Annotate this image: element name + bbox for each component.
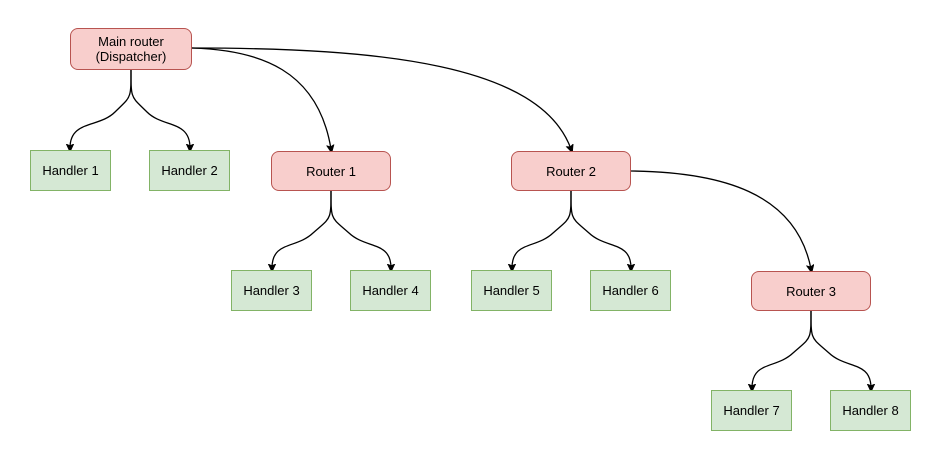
node-label-handler-1: Handler 1 xyxy=(42,163,99,178)
node-label-handler-7: Handler 7 xyxy=(723,403,780,418)
node-handler-6[interactable]: Handler 6 xyxy=(590,270,671,311)
edge-main-to-handler-2 xyxy=(130,69,190,148)
edge-router2-to-router-3 xyxy=(630,170,811,269)
node-label-handler-3: Handler 3 xyxy=(243,283,300,298)
edge-router3-to-handler-8 xyxy=(810,310,871,388)
edge-router1-to-handler-4 xyxy=(330,190,391,268)
edge-main-to-handler-1 xyxy=(70,69,132,148)
edge-router3-to-handler-7 xyxy=(752,310,812,388)
edge-main-to-router-2 xyxy=(191,47,571,149)
node-label-handler-2: Handler 2 xyxy=(161,163,218,178)
edge-router2-to-handler-6 xyxy=(570,190,631,268)
node-router-2[interactable]: Router 2 xyxy=(511,151,631,191)
node-label-router-3: Router 3 xyxy=(786,283,836,299)
node-main-router[interactable]: Main router (Dispatcher) xyxy=(70,28,192,70)
edge-main-to-router-1 xyxy=(191,47,331,149)
edge-router2-to-handler-5 xyxy=(512,190,572,268)
node-label-main-router: Main router (Dispatcher) xyxy=(95,34,167,64)
edges-group xyxy=(70,47,871,388)
node-handler-3[interactable]: Handler 3 xyxy=(231,270,312,311)
node-label-router-2: Router 2 xyxy=(546,163,596,179)
node-label-handler-8: Handler 8 xyxy=(842,403,899,418)
node-handler-4[interactable]: Handler 4 xyxy=(350,270,431,311)
node-handler-5[interactable]: Handler 5 xyxy=(471,270,552,311)
node-handler-8[interactable]: Handler 8 xyxy=(830,390,911,431)
node-label-handler-4: Handler 4 xyxy=(362,283,419,298)
node-handler-7[interactable]: Handler 7 xyxy=(711,390,792,431)
node-label-handler-5: Handler 5 xyxy=(483,283,540,298)
node-label-router-1: Router 1 xyxy=(306,163,356,179)
node-label-handler-6: Handler 6 xyxy=(602,283,659,298)
node-handler-1[interactable]: Handler 1 xyxy=(30,150,111,191)
node-router-3[interactable]: Router 3 xyxy=(751,271,871,311)
node-handler-2[interactable]: Handler 2 xyxy=(149,150,230,191)
node-router-1[interactable]: Router 1 xyxy=(271,151,391,191)
edge-router1-to-handler-3 xyxy=(272,190,332,268)
